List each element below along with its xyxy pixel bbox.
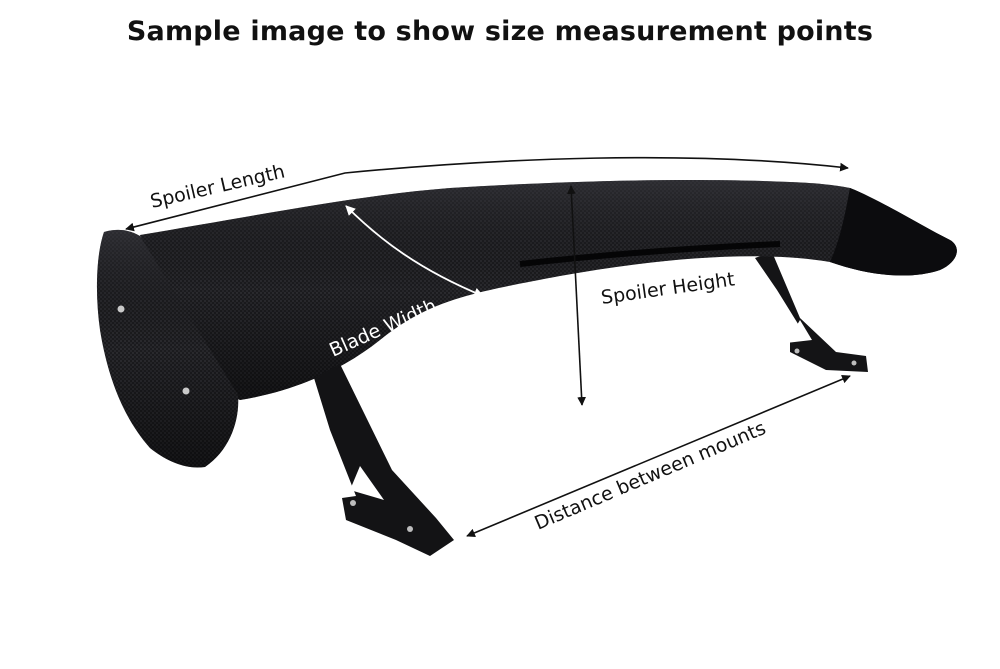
spoiler-height-label: Spoiler Height [600, 268, 736, 309]
left-mount-stand [314, 348, 857, 556]
bolt-icon [851, 360, 857, 366]
bolt-icon [117, 305, 125, 313]
right-mount-stand [755, 252, 868, 372]
left-endplate [96, 229, 239, 468]
page-title: Sample image to show size measurement po… [126, 16, 874, 47]
spoiler-height-arrow [567, 185, 586, 406]
mount-distance-arrow [466, 374, 851, 538]
bolt-icon [350, 500, 356, 506]
mount-distance-label: Distance between mounts [531, 417, 769, 535]
spoiler-length-arrow [125, 156, 849, 232]
blade-width-arrow [345, 205, 484, 298]
spoiler-blade [140, 180, 957, 400]
bolt-icon [182, 387, 190, 395]
bolt-icon [407, 526, 413, 532]
bolt-icon [794, 348, 800, 354]
